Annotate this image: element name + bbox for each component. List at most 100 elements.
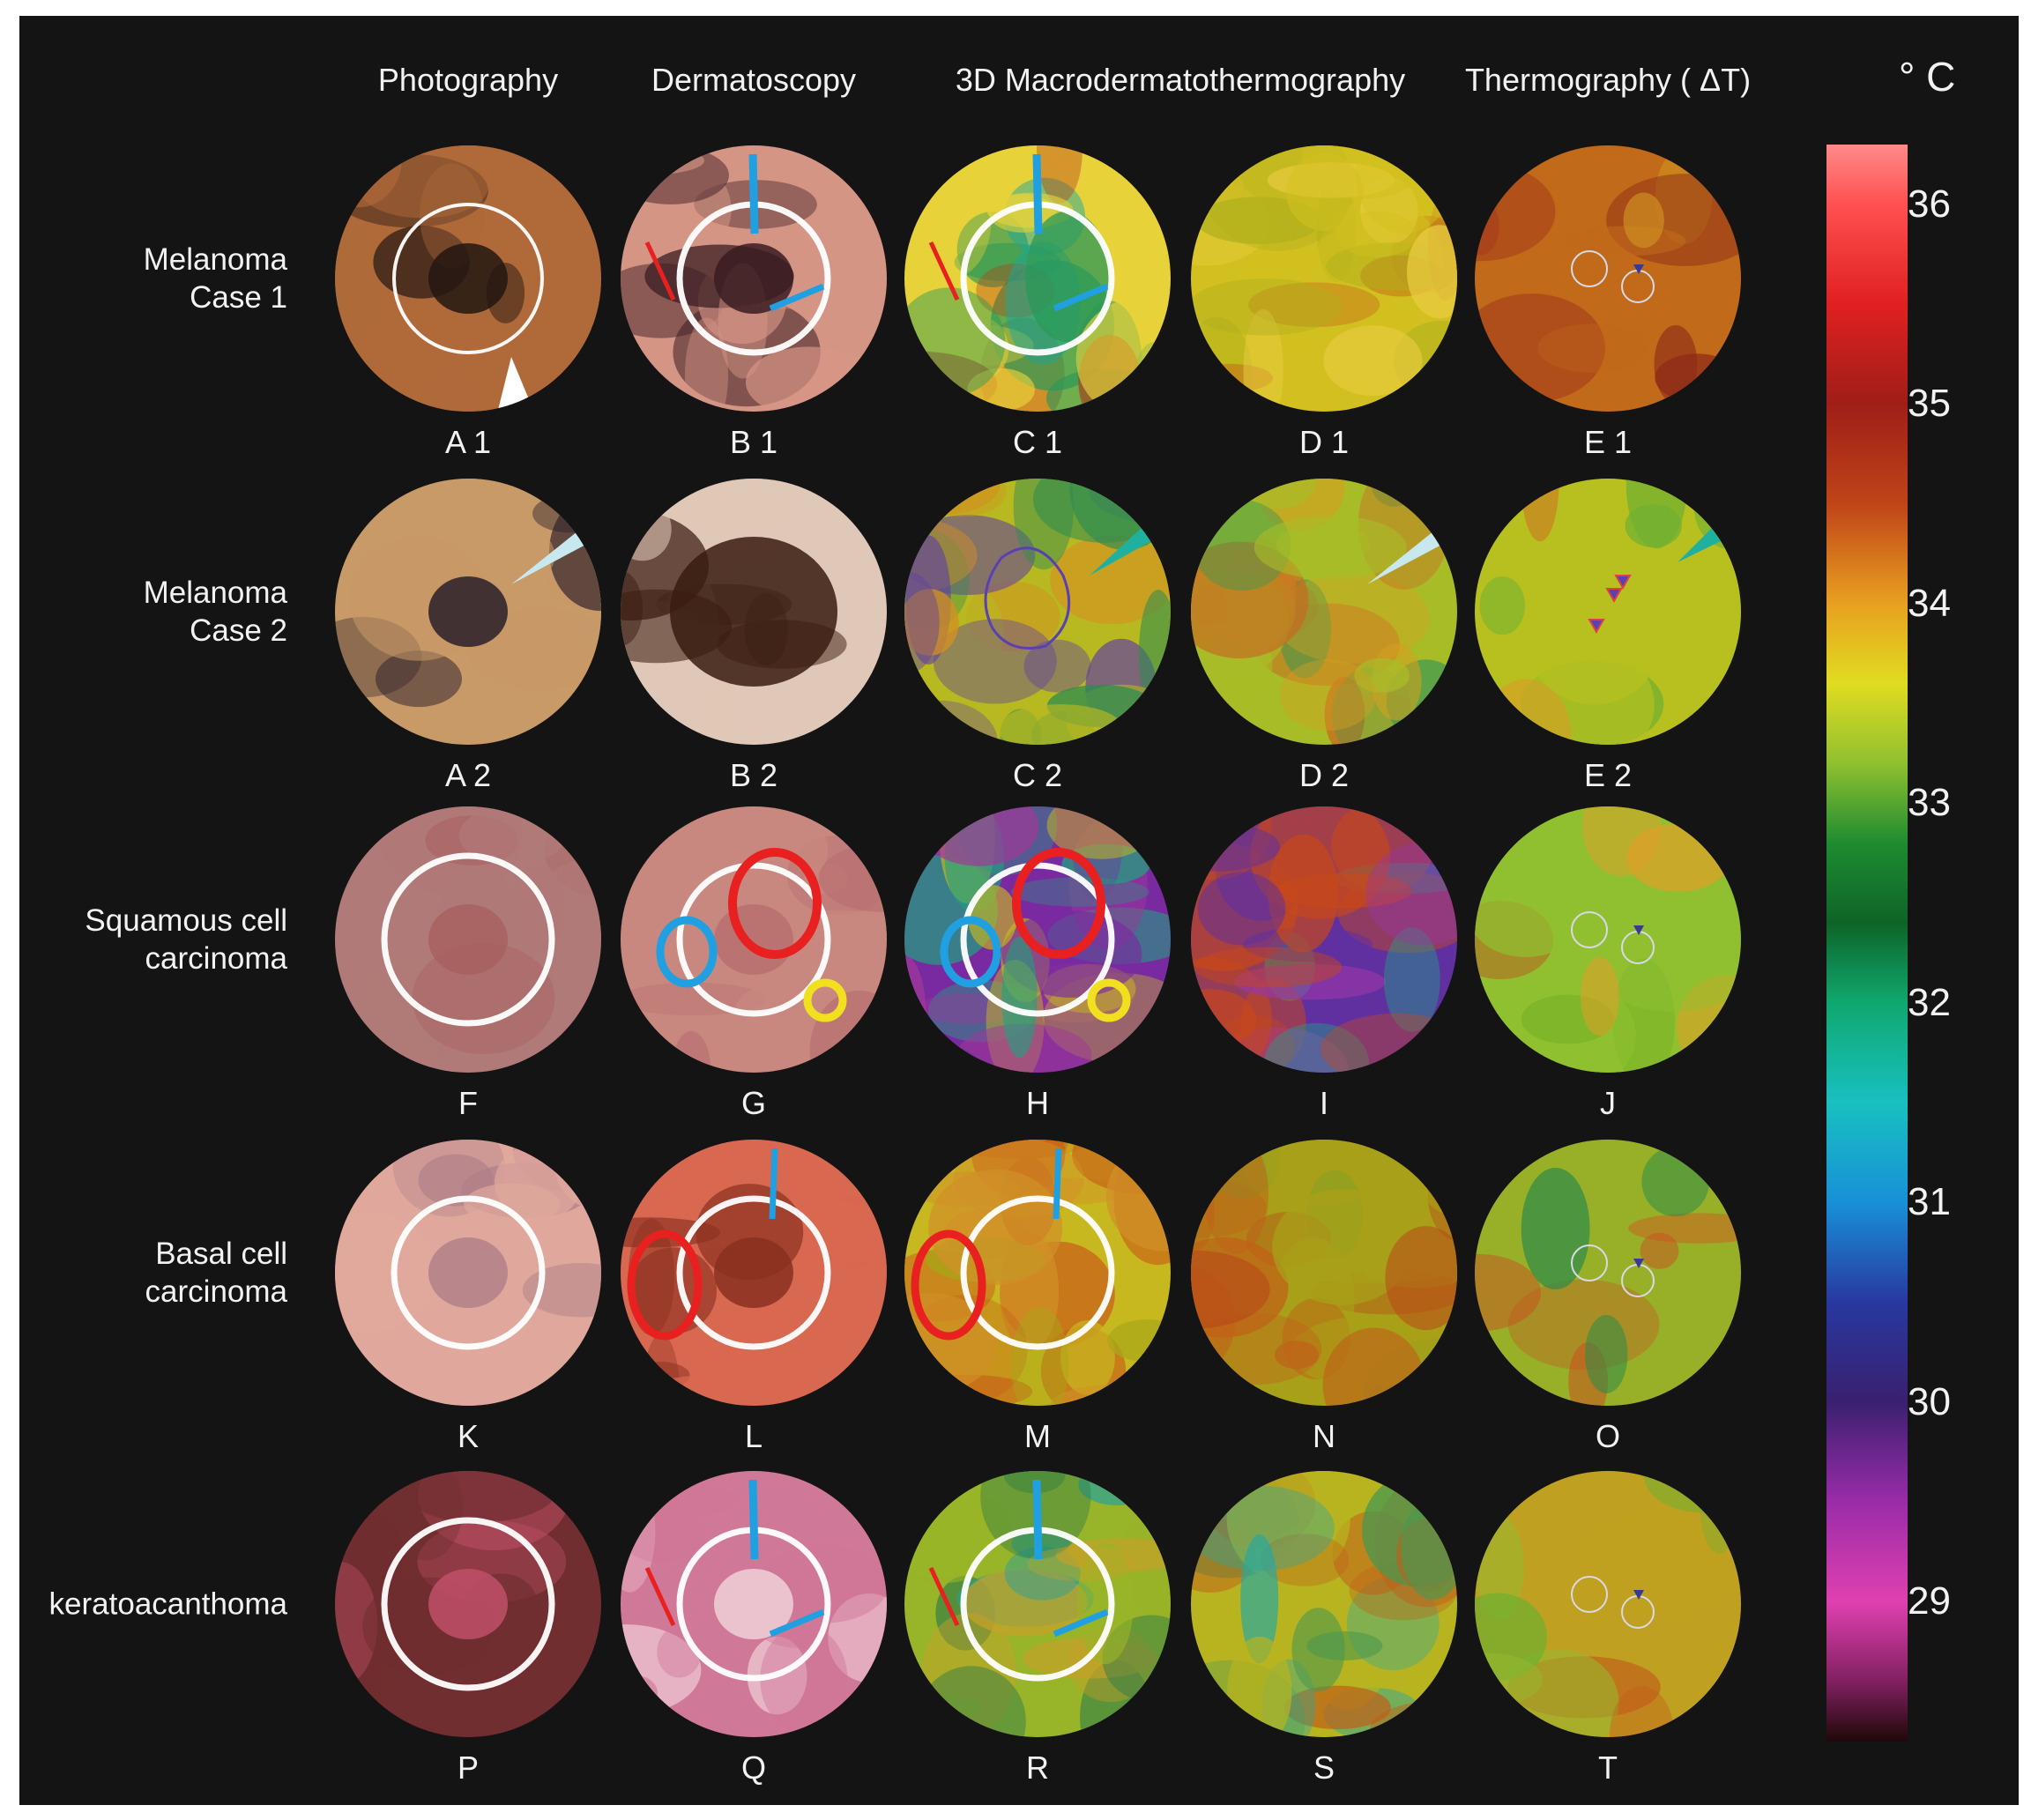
row-label-line: carcinoma (145, 1274, 287, 1309)
texture-blob (412, 942, 555, 1054)
texture-blob (919, 806, 1039, 866)
texture-blob (702, 1357, 743, 1406)
texture-blob (1240, 479, 1317, 509)
texture-blob (400, 1471, 558, 1523)
texture-blob (361, 950, 446, 1073)
blue-arrow (1053, 1148, 1062, 1220)
panel-label: T (1598, 1749, 1618, 1786)
texture-blob (1623, 192, 1664, 249)
texture-blob (1139, 169, 1171, 209)
texture-blob (1412, 1140, 1457, 1215)
texture-blob (1191, 279, 1343, 336)
region-circle (960, 862, 1115, 1017)
texture-blob (1700, 1471, 1739, 1554)
region-circle (676, 1195, 831, 1350)
texture-blob (1080, 1660, 1153, 1737)
row-label-line: Basal cell (155, 1237, 287, 1271)
image-panel-r (904, 1471, 1171, 1737)
texture-blob (1234, 963, 1386, 1000)
texture-blob (1581, 956, 1619, 1036)
panel-image (1475, 145, 1741, 412)
texture-blob (1371, 479, 1418, 507)
texture-blob (917, 163, 992, 278)
colorbar-tick: 29 (1908, 1579, 1951, 1623)
panel-image (1191, 479, 1457, 745)
column-header: 3D Macrodermatothermography (955, 62, 1406, 98)
texture-blob (621, 1508, 706, 1564)
lesion (428, 243, 508, 314)
panel-label: D 2 (1298, 757, 1350, 793)
texture-blob (376, 650, 462, 708)
texture-blob (904, 1639, 964, 1686)
texture-blob (1324, 676, 1365, 745)
marker-triangle (1633, 1259, 1644, 1268)
texture-blob (625, 1483, 739, 1517)
texture-blob (1286, 152, 1364, 231)
texture-blob (621, 155, 732, 264)
texture-blob (1105, 1140, 1171, 1252)
panel-label: E 2 (1583, 757, 1633, 793)
texture-blob (1475, 293, 1605, 403)
yellow-ring (1087, 978, 1131, 1022)
colorbar-unit: ° C (1899, 54, 1956, 100)
panel-image (904, 806, 1171, 1073)
lesion-outline (984, 546, 1071, 650)
colorbar-tick: 30 (1908, 1379, 1951, 1423)
texture-blob (967, 368, 1035, 412)
texture-blob (1075, 297, 1171, 412)
texture-blob (1107, 1319, 1171, 1363)
texture-blob (933, 619, 1057, 704)
texture-blob (1479, 576, 1525, 635)
texture-blob (904, 479, 1001, 516)
panel-image (621, 1140, 887, 1406)
panel-label: B 2 (729, 757, 778, 793)
pointer-needle (511, 531, 591, 584)
image-panel-c1 (904, 145, 1171, 412)
texture-blob (1577, 1512, 1735, 1617)
image-panel-d2 (1191, 479, 1457, 745)
texture-blob (464, 1183, 561, 1225)
image-panel-p (335, 1471, 601, 1737)
texture-blob (904, 1694, 980, 1721)
texture-blob (1254, 515, 1407, 580)
pointer-needle (498, 357, 533, 410)
panel-image (621, 479, 887, 745)
texture-blob (458, 806, 566, 865)
region-circle (381, 852, 555, 1027)
texture-blob (1275, 1341, 1319, 1370)
panel-label: R (1026, 1749, 1049, 1786)
texture-blob (1370, 1699, 1457, 1737)
column-header: Photography (377, 62, 559, 98)
texture-blob (621, 1675, 658, 1712)
texture-blob (1276, 523, 1371, 566)
texture-blob (1640, 1232, 1679, 1269)
panel-label: G (740, 1085, 767, 1121)
texture-blob (335, 1562, 378, 1687)
blue-ring (940, 916, 1001, 988)
blue-arrow (748, 153, 759, 234)
blue-arrow (769, 1148, 778, 1220)
texture-blob (1138, 590, 1171, 718)
texture-blob (335, 1212, 435, 1333)
lesion (428, 1237, 508, 1308)
texture-blob (360, 860, 431, 977)
blue-arrow (1053, 283, 1109, 312)
texture-blob (1603, 947, 1741, 1012)
texture-blob (1280, 659, 1377, 731)
texture-blob (1365, 842, 1457, 946)
texture-blob (1306, 1631, 1383, 1660)
texture-blob (962, 1568, 1088, 1637)
texture-blob (1197, 872, 1286, 946)
texture-blob (733, 988, 790, 1047)
panel-label: S (1313, 1749, 1335, 1786)
row-label: keratoacanthoma (49, 1586, 287, 1623)
marker-triangle (1633, 925, 1644, 935)
texture-blob (1274, 573, 1430, 664)
lesion (714, 243, 793, 314)
lesion (670, 537, 837, 687)
texture-blob (461, 311, 601, 412)
texture-blob (388, 1471, 463, 1561)
region-circle (381, 1517, 555, 1691)
lesion (428, 576, 508, 647)
